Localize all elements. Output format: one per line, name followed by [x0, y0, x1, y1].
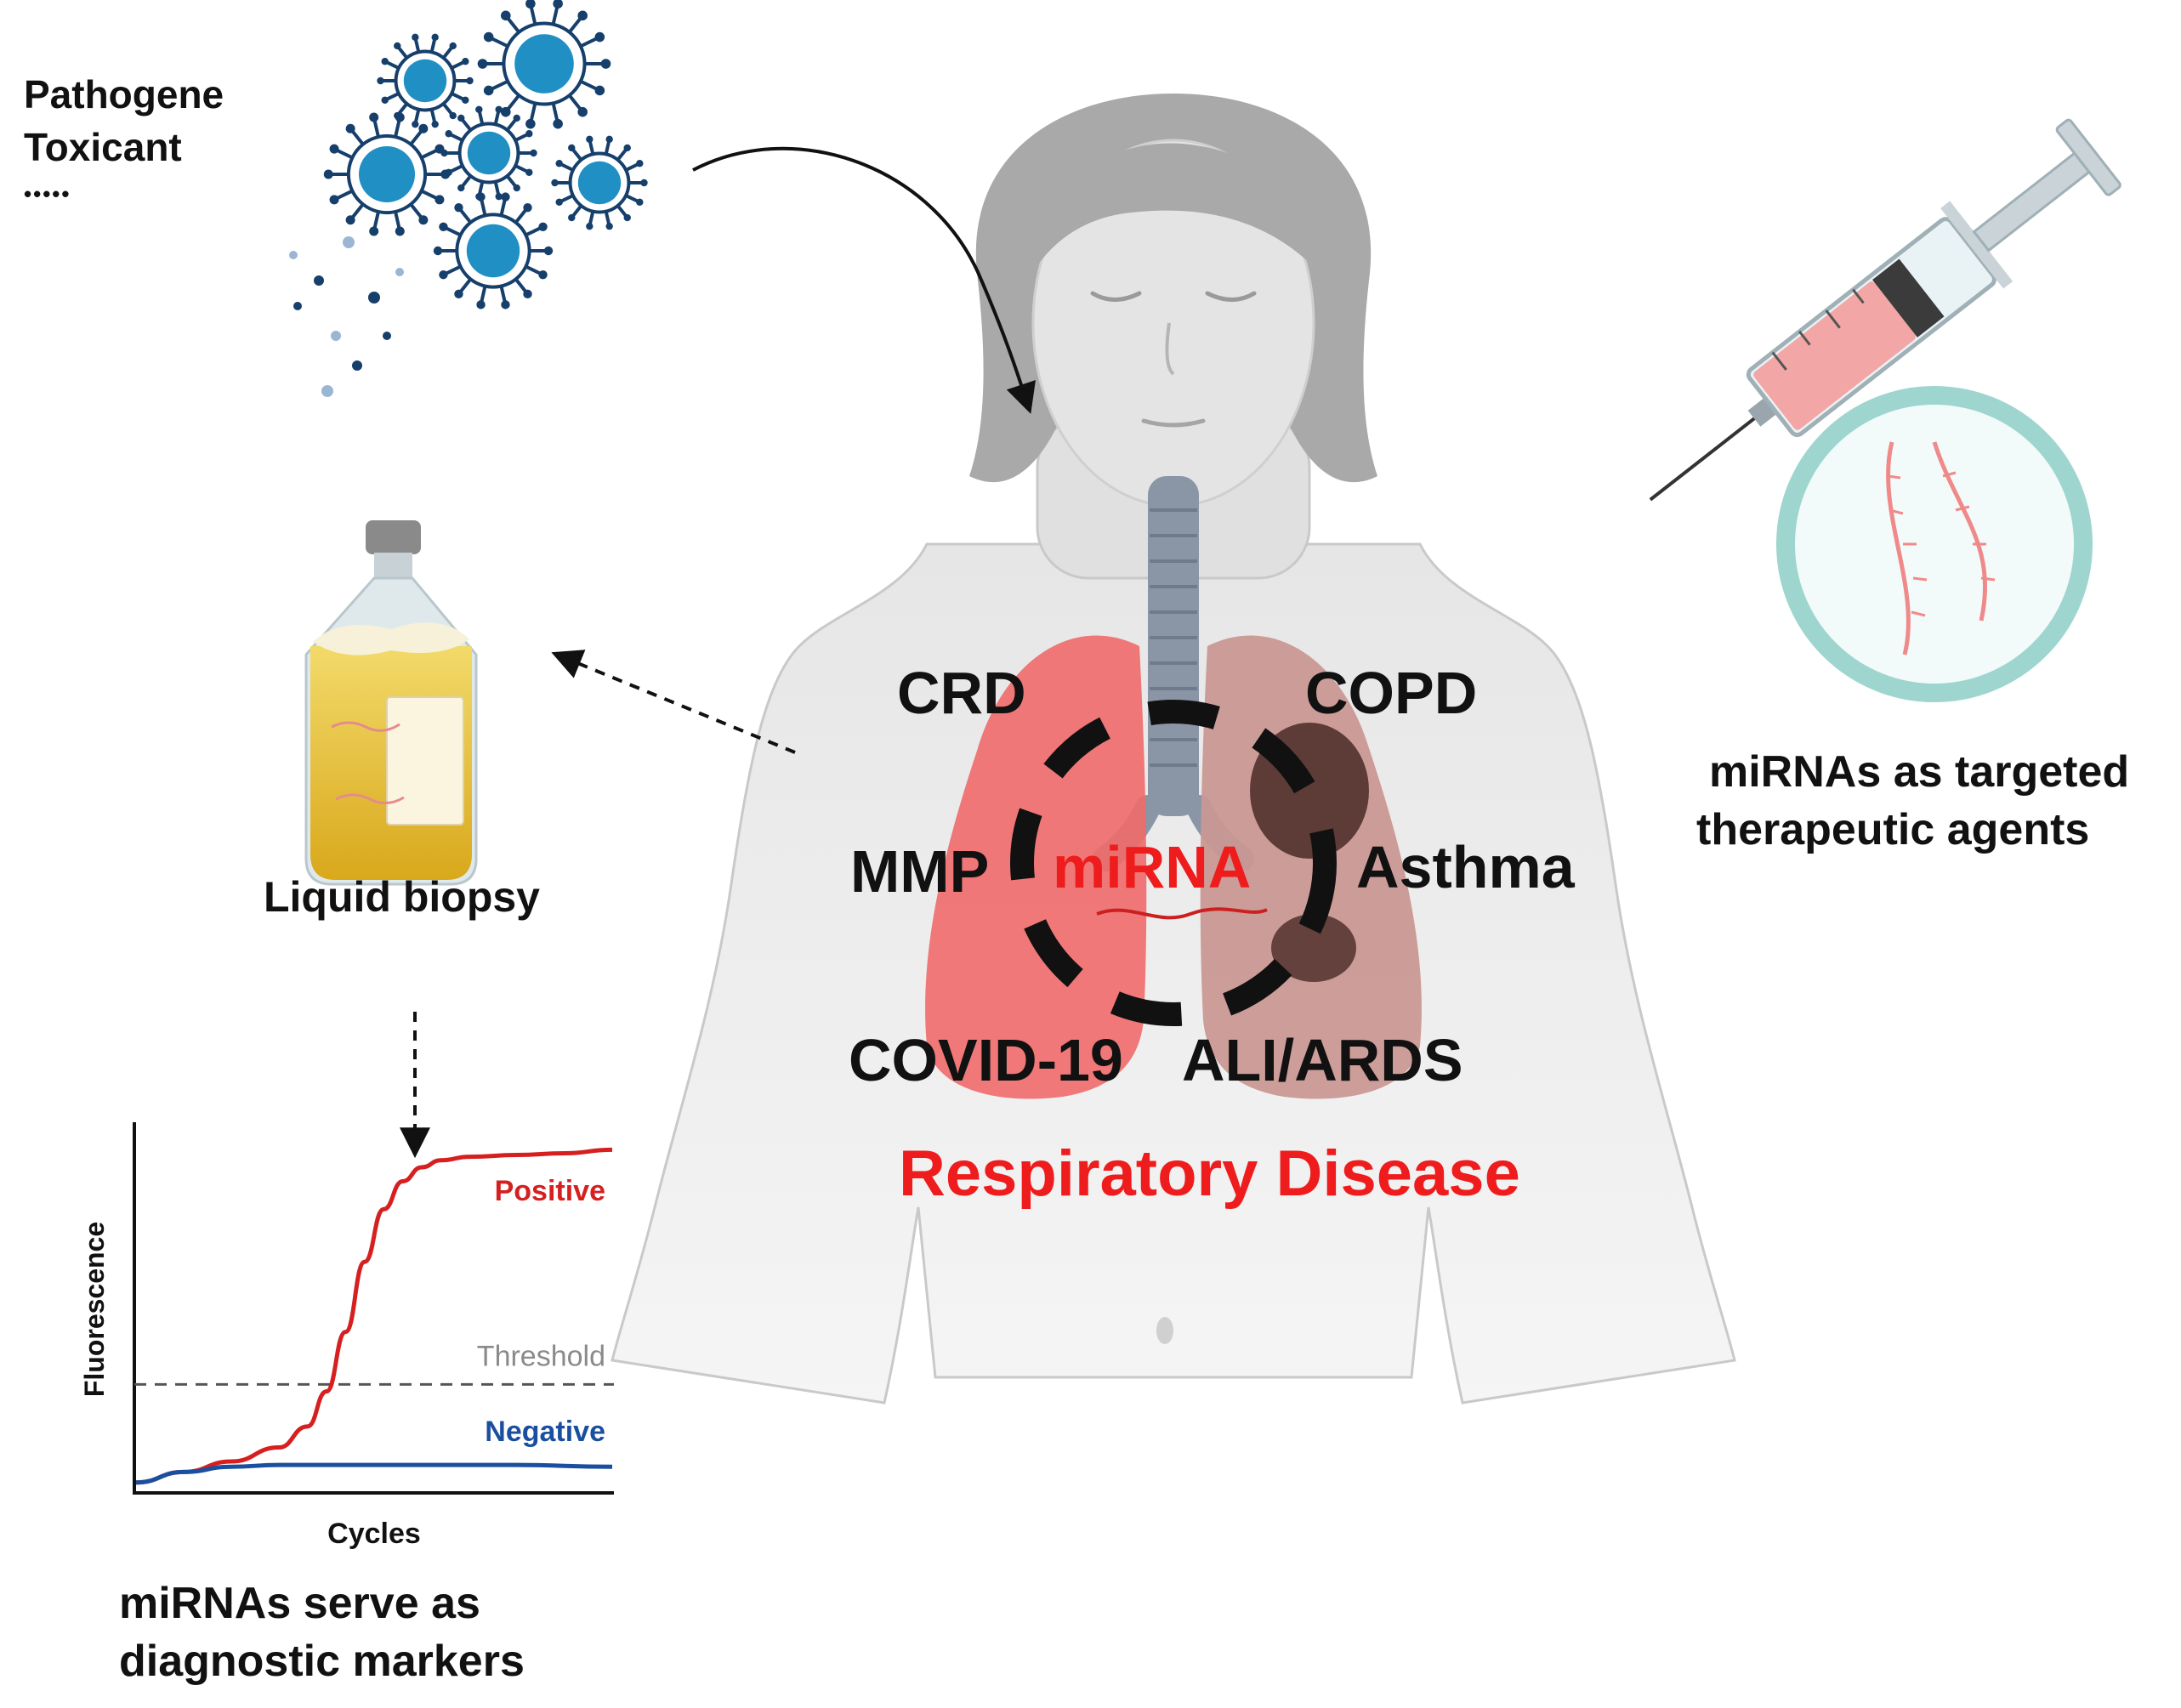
lung-lesion [1271, 914, 1356, 982]
right-eye [1205, 291, 1257, 302]
left-eye [1090, 291, 1142, 302]
particle-dot [331, 331, 341, 341]
series-label-positive: Positive [495, 1175, 605, 1207]
navel [1156, 1317, 1173, 1344]
diagnostic-caption-line2: diagnostic markers [119, 1637, 525, 1686]
particle-dot [293, 302, 302, 310]
disease-label-covid: COVID-19 [849, 1027, 1123, 1093]
syringe-icon [1649, 118, 2121, 502]
particle-dot [314, 275, 324, 286]
nose [1165, 322, 1175, 376]
disease-label-copd: COPD [1305, 660, 1478, 726]
mouth [1141, 418, 1206, 428]
torso-silhouette [611, 542, 1736, 1404]
particle-dot [395, 268, 404, 276]
therapy-caption-line1: miRNAs as targeted [1709, 747, 2130, 797]
diagnostic-caption-line1: miRNAs serve as [119, 1579, 480, 1628]
series-label-negative: Negative [485, 1416, 605, 1448]
biopsy-bottle-icon [304, 520, 478, 886]
qpcr-chart: Cycles Fluorescence Threshold Positive N… [79, 1122, 614, 1550]
hair-fringe [1033, 143, 1326, 281]
particle-dot [352, 360, 362, 371]
series-line-negative [135, 1462, 613, 1485]
threshold-label: Threshold [477, 1340, 605, 1372]
disease-label-asthma: Asthma [1356, 834, 1575, 900]
biopsy-arrow [551, 650, 796, 754]
center-label-mirna: miRNA [1053, 834, 1252, 900]
series-line-positive [135, 1147, 613, 1485]
virus-icon [377, 33, 474, 128]
main-title: Respiratory Disease [899, 1138, 1520, 1210]
particle-dot [321, 385, 333, 397]
particle-dot [368, 292, 380, 304]
exposure-arrow [692, 146, 1036, 414]
disease-label-crd: CRD [897, 660, 1026, 726]
trigger-label-pathogene: Pathogene [24, 72, 224, 116]
particle-dot [289, 251, 298, 259]
biopsy-label: Liquid biopsy [264, 873, 540, 921]
disease-label-mmp: MMP [850, 838, 990, 905]
mirna-dashed-ring [1010, 700, 1337, 1026]
trigger-label-toxicant: Toxicant [24, 125, 182, 169]
petri-dish-icon [1776, 386, 2093, 702]
trigger-label-more: ••••• [24, 181, 71, 207]
mirna-strand [1096, 907, 1268, 920]
chart-xlabel: Cycles [327, 1518, 421, 1550]
virus-icon [477, 0, 611, 129]
particle-dot [343, 236, 355, 248]
human-body-illustration [611, 94, 1736, 1404]
chart-ylabel: Fluorescence [79, 1222, 110, 1397]
virus-icon [551, 135, 648, 230]
virus-icon [323, 112, 451, 236]
particle-dot [383, 332, 391, 340]
left-lung [925, 635, 1147, 1099]
virus-icon [433, 192, 554, 309]
virus-icon [440, 105, 537, 201]
therapy-caption-line2: therapeutic agents [1696, 805, 2090, 854]
pathogen-cluster [289, 0, 648, 397]
disease-label-ali-ards: ALI/ARDS [1182, 1027, 1463, 1093]
